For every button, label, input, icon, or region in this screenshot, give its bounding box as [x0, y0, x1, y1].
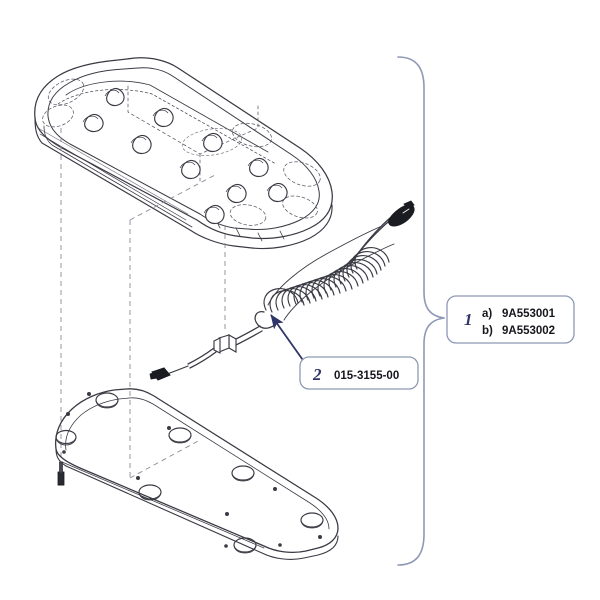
- callout-1-brace: [397, 56, 445, 566]
- callout-2[interactable]: 2 015-3155-00: [299, 356, 419, 390]
- cushion-tufts: [82, 87, 288, 225]
- cable-connector-upper: [388, 200, 415, 227]
- callout-1-line-a-part: 9A553001: [502, 308, 556, 320]
- callout-1-line-b-marker: b): [482, 325, 493, 337]
- base-panel-lower: [54, 388, 339, 560]
- cable-connector-lower: [149, 367, 171, 381]
- callout-2-leader: [270, 314, 306, 364]
- callout-1-number: 1: [464, 310, 473, 329]
- callout-1-line-b-part: 9A553002: [502, 325, 555, 337]
- mounting-bolt: [57, 461, 65, 486]
- coiled-cable-assembly: [149, 200, 415, 381]
- seat-cushion-upper: [34, 57, 333, 250]
- callout-2-part: 015-3155-00: [334, 370, 399, 382]
- callout-1[interactable]: 1 a) 9A553001 b) 9A553002: [446, 295, 575, 344]
- callout-2-number: 2: [312, 365, 322, 384]
- callout-1-line-a-marker: a): [482, 308, 492, 320]
- alignment-lines: [60, 128, 226, 485]
